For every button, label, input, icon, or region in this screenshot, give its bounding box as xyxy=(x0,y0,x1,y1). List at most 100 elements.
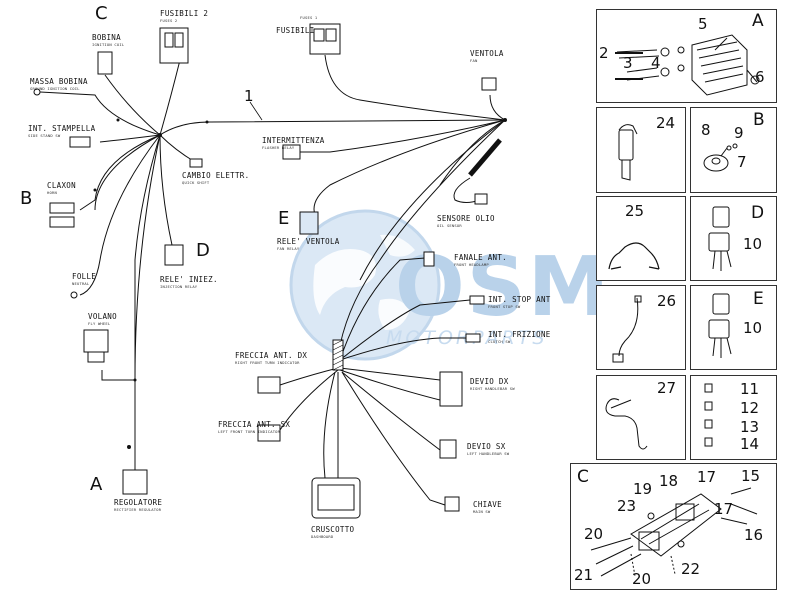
ref-letter-b: B xyxy=(20,188,33,209)
panel-a-number: 3 xyxy=(623,54,633,72)
label-fusibili-1-main: FUSIBILI xyxy=(276,26,315,35)
label-rele-iniez: RELE' INIEZ. INJECTION RELAY xyxy=(160,275,218,289)
right-indicator-connector xyxy=(257,376,281,394)
panel-c-number: 16 xyxy=(744,526,764,544)
label-chiave: CHIAVE MAIN SW xyxy=(473,500,502,514)
label-folle: FOLLE NEUTRAL xyxy=(72,272,97,286)
quick-shift-connector xyxy=(189,158,203,168)
coil-bracket-part-icon xyxy=(590,487,758,577)
panel-25-number: 25 xyxy=(625,202,645,220)
coil-connector xyxy=(97,51,113,75)
label-volano: VOLANO FLY WHEEL xyxy=(88,312,117,326)
panel-b-number: 9 xyxy=(734,124,744,142)
oil-sensor-probe xyxy=(468,138,502,177)
main-switch-wire xyxy=(341,371,446,506)
label-sensore-olio: SENSORE OLIO OIL SENSOR xyxy=(437,214,495,228)
injection-relay-connector xyxy=(164,244,184,266)
left-indicator-connector xyxy=(257,424,281,442)
ref-letter-d: D xyxy=(196,240,210,261)
label-cambio-elettr: CAMBIO ELETTR. QUICK SHIFT xyxy=(182,171,250,185)
watermark-globe-icon xyxy=(289,209,441,361)
horn-wire xyxy=(79,134,161,211)
label-int-frizione: INT. FRIZIONE CLUTCH SW xyxy=(488,330,551,344)
injection-relay-wire xyxy=(159,134,173,246)
headlamp-connector xyxy=(423,251,435,267)
fuse-part-icon xyxy=(704,383,713,447)
sensor-lead-part-icon xyxy=(612,295,642,363)
panel-fuses-number: 11 xyxy=(740,380,760,398)
panel-e-letter: E xyxy=(753,289,764,309)
relay-e-part-icon xyxy=(708,293,732,358)
trunk-down-wire xyxy=(339,119,506,346)
horn-connector-1 xyxy=(49,202,75,214)
right-switch-wire xyxy=(339,367,441,381)
label-freccia-ant-sx: FRECCIA ANT. SX LEFT FRONT TURN INDICATO… xyxy=(218,420,291,434)
oil-sensor-connector xyxy=(474,193,488,205)
panel-c-number: 17 xyxy=(714,500,734,518)
panel-b: B 8 9 7 xyxy=(690,107,777,193)
neutral-ring-terminal xyxy=(70,291,78,299)
ref-letter-e: E xyxy=(278,208,290,229)
ground-coil-wire xyxy=(39,91,161,136)
label-ventola: VENTOLA FAN xyxy=(470,49,504,63)
panel-a-number: 2 xyxy=(599,44,609,62)
main-switch-connector xyxy=(444,496,460,512)
label-freccia-ant-dx: FRECCIA ANT. DX RIGHT FRONT TURN INDICAT… xyxy=(235,351,308,365)
panel-a-letter: A xyxy=(752,11,764,31)
panel-c-number: 15 xyxy=(741,467,761,485)
panel-a: A 2 3 4 5 6 xyxy=(596,9,777,103)
front-stop-connector xyxy=(469,295,485,305)
panel-c: C 18 17 15 19 23 17 20 16 21 20 22 xyxy=(570,463,777,590)
panel-b-number: 8 xyxy=(701,121,711,139)
label-int-stampella: INT. STAMPELLA SIDE STAND SW xyxy=(28,124,96,138)
quick-shift-wire xyxy=(159,134,196,163)
label-fusibili-2: FUSIBILI 2 FUSES 2 xyxy=(160,9,209,23)
panel-26-number: 26 xyxy=(657,292,677,310)
panel-fuses-number: 12 xyxy=(740,399,760,417)
panel-c-number: 18 xyxy=(659,472,679,490)
panel-a-number: 5 xyxy=(698,15,708,33)
regulator-part-icon xyxy=(615,34,760,96)
fan-relay-connector xyxy=(299,211,319,235)
fan-wire xyxy=(489,94,506,121)
main-trunk-wire xyxy=(159,119,506,136)
dashboard-wire-2 xyxy=(323,371,336,479)
panel-e: E 10 xyxy=(690,285,777,370)
panel-c-number: 20 xyxy=(632,570,652,588)
ground-ring-terminal xyxy=(33,88,41,96)
label-fusibili-1: FUSES 1 xyxy=(300,15,318,20)
panel-26: 26 xyxy=(596,285,686,370)
label-regolatore: REGOLATORE RECTIFIER REGULATOR xyxy=(114,498,163,512)
label-fanale-ant: FANALE ANT. FRONT HEADLAMP xyxy=(454,253,507,267)
label-bobina: BOBINA IGNITION COIL xyxy=(92,33,125,47)
panel-a-number: 6 xyxy=(755,68,765,86)
ref-letter-a: A xyxy=(90,474,103,495)
horn-connector-2 xyxy=(49,216,75,228)
trunk-down-wire-2 xyxy=(359,119,506,281)
panel-c-number: 17 xyxy=(697,468,717,486)
oil-sensor-wire xyxy=(439,119,506,186)
label-rele-ventola: RELE' VENTOLA FAN RELAY xyxy=(277,237,340,251)
panel-b-letter: B xyxy=(753,110,765,130)
panel-d-letter: D xyxy=(751,203,765,223)
panel-fuses-number: 13 xyxy=(740,418,760,436)
panel-d: D 10 xyxy=(690,196,777,281)
label-cruscotto: CRUSCOTTO DASHBOARD xyxy=(311,525,355,539)
flasher-connector xyxy=(282,144,301,160)
left-switch-connector xyxy=(439,439,457,459)
right-switch-connector xyxy=(439,371,463,407)
label-massa-bobina: MASSA BOBINA GROUND IGNITION COIL xyxy=(30,77,88,91)
neutral-wire xyxy=(79,134,161,296)
panel-a-number: 4 xyxy=(651,54,661,72)
panel-e-number: 10 xyxy=(743,319,763,337)
panel-b-number: 7 xyxy=(737,153,747,171)
label-claxon: CLAXON HORN xyxy=(47,181,76,195)
panel-c-number: 22 xyxy=(681,560,701,578)
panel-27-number: 27 xyxy=(657,379,677,397)
label-int-stop-ant: INT. STOP ANT FRONT STOP SW xyxy=(488,295,551,309)
right-switch-wire-2 xyxy=(339,369,441,401)
coil-wire xyxy=(104,74,161,136)
fan-relay-wire xyxy=(313,119,506,216)
side-stand-connector xyxy=(69,136,91,148)
